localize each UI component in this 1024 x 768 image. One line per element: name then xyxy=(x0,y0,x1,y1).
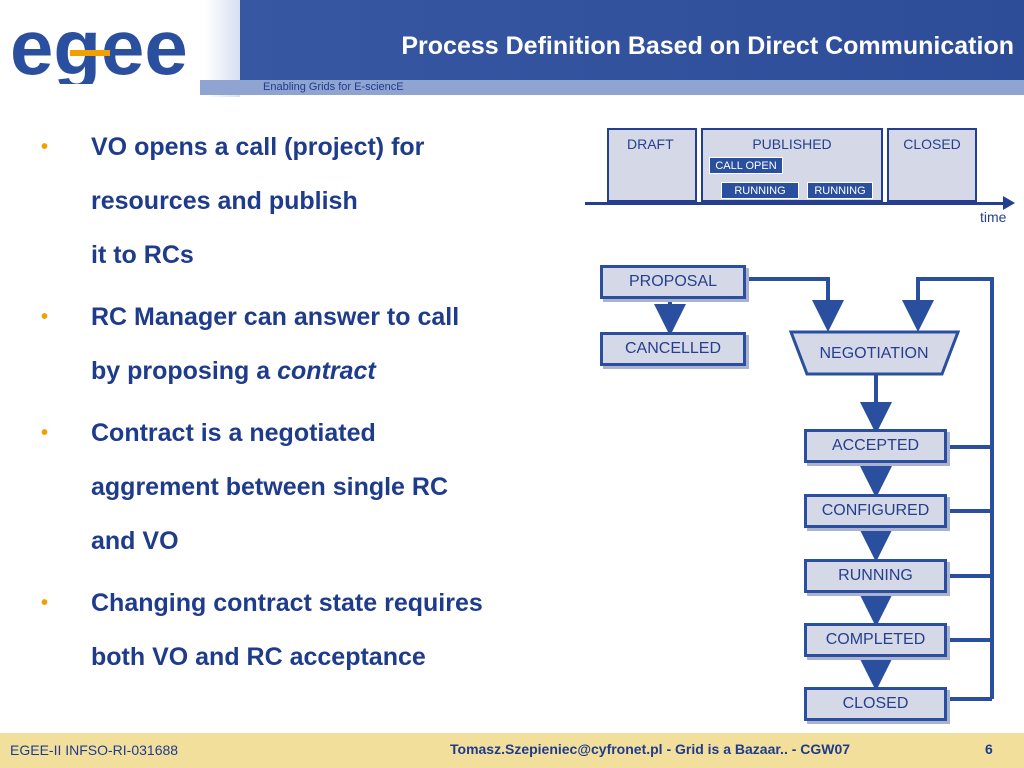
footer-project-id: EGEE-II INFSO-RI-031688 xyxy=(10,742,179,758)
bullet-line: VO opens a call (project) for xyxy=(91,133,425,161)
state-configured: CONFIGURED xyxy=(804,494,947,528)
footer-author: Tomasz.Szepieniec@cyfronet.pl - Grid is … xyxy=(450,741,851,757)
logo-text: egee xyxy=(10,14,188,84)
bullet-item: • RC Manager can answer to call by propo… xyxy=(38,290,598,398)
call-open-chip: CALL OPEN xyxy=(709,157,783,174)
phase-closed: CLOSED xyxy=(887,128,977,202)
bullet-line: RC Manager can answer to call xyxy=(91,303,460,331)
egee-logo: egee xyxy=(10,14,188,84)
state-completed: COMPLETED xyxy=(804,623,947,657)
logo-area: egee xyxy=(0,0,240,97)
bullet-line: both VO and RC acceptance xyxy=(91,643,426,671)
negotiation-shape xyxy=(788,330,961,376)
arrow-proposal-negotiation xyxy=(748,277,844,332)
bullet-emphasis: contract xyxy=(277,357,376,385)
bullet-marker: • xyxy=(41,306,49,328)
bullet-marker: • xyxy=(41,422,49,444)
bullet-item: • VO opens a call (project) for resource… xyxy=(38,120,598,282)
state-negotiation-label: NEGOTIATION xyxy=(819,345,928,362)
bullet-list: • VO opens a call (project) for resource… xyxy=(38,120,598,692)
state-closed: CLOSED xyxy=(804,687,947,721)
logo-accent-bar xyxy=(70,50,110,56)
bullet-item: • Contract is a negotiated aggrement bet… xyxy=(38,406,598,568)
bullet-marker: • xyxy=(41,136,49,158)
running-chip: RUNNING xyxy=(807,182,873,199)
slide-subtitle: Enabling Grids for E-sciencE xyxy=(263,81,404,93)
subtitle-band xyxy=(200,80,1024,95)
time-axis xyxy=(585,202,1005,205)
bullet-line-text: by proposing a xyxy=(91,357,278,385)
bullet-line: Contract is a negotiated xyxy=(91,419,376,447)
bullet-marker: • xyxy=(41,592,49,614)
phase-draft: DRAFT xyxy=(607,128,697,202)
timeline-diagram: DRAFT PUBLISHED CLOSED CALL OPEN RUNNING… xyxy=(585,122,1015,234)
slide-header: egee Process Definition Based on Direct … xyxy=(0,0,1024,97)
contract-state-diagram: NEGOTIATION PROPOSAL CANCELLED ACCEPTED … xyxy=(598,262,1024,724)
bullet-line: resources and publish xyxy=(91,187,358,215)
state-running: RUNNING xyxy=(804,559,947,593)
slide-footer: EGEE-II INFSO-RI-031688 Tomasz.Szepienie… xyxy=(0,733,1024,768)
bullet-line: Changing contract state requires xyxy=(91,589,483,617)
arrow-feedback-negotiation xyxy=(902,277,994,699)
state-cancelled: CANCELLED xyxy=(600,332,746,366)
slide-title: Process Definition Based on Direct Commu… xyxy=(401,32,1014,60)
state-accepted: ACCEPTED xyxy=(804,429,947,463)
time-axis-label: time xyxy=(980,209,1007,225)
running-chip: RUNNING xyxy=(721,182,799,199)
state-proposal: PROPOSAL xyxy=(600,265,746,299)
state-connectors: NEGOTIATION xyxy=(654,277,994,701)
bullet-line: aggrement between single RC xyxy=(91,473,449,501)
bullet-line: and VO xyxy=(91,527,179,555)
bullet-item: • Changing contract state requires both … xyxy=(38,576,598,684)
page-number: 6 xyxy=(985,741,993,757)
bullet-line: by proposing a contract xyxy=(91,344,598,398)
time-arrow-icon xyxy=(1003,196,1015,210)
bullet-line: it to RCs xyxy=(91,241,194,269)
